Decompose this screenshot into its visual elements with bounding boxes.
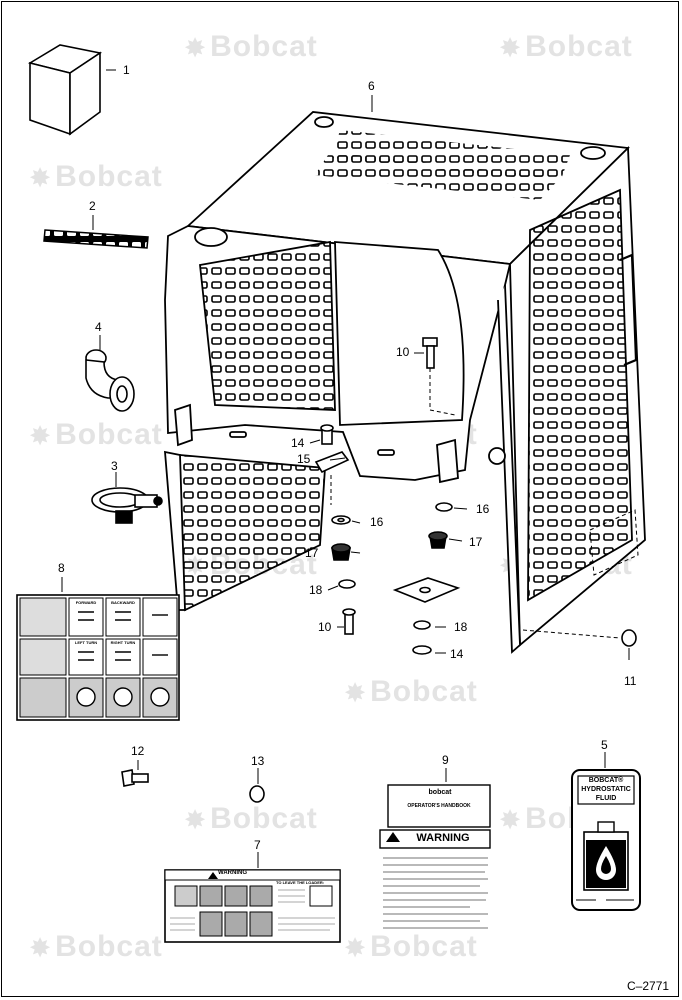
watermark: ✸Bobcat <box>185 802 318 835</box>
watermark: ✸Bobcat <box>30 930 163 963</box>
manual-decal-brand: bobcat <box>428 789 452 796</box>
bobcat-paw-icon: ✸ <box>185 35 207 62</box>
watermark: ✸Bobcat <box>30 160 163 193</box>
part-3-clamp <box>91 487 163 524</box>
callout-2: 2 <box>89 199 96 213</box>
callout-8: 8 <box>58 561 65 575</box>
callout-3: 3 <box>111 459 118 473</box>
callout-10-top: 10 <box>396 345 410 359</box>
manual-decal-title: OPERATOR'S HANDBOOK <box>407 803 471 809</box>
part-5-fluid-decal <box>571 769 641 911</box>
controls-decal-forward: FORWARD <box>75 600 97 605</box>
part-11-plug <box>522 629 637 647</box>
controls-decal-left: LEFT TURN <box>74 640 98 645</box>
hardware-left <box>314 424 356 635</box>
callout-7: 7 <box>254 838 261 852</box>
callout-18-right: 18 <box>454 620 468 634</box>
controls-decal-backward: BACKWARD <box>111 600 135 605</box>
part-1-box <box>27 44 103 136</box>
bobcat-paw-icon: ✸ <box>185 807 207 834</box>
leader-lines <box>61 69 630 868</box>
fluid-decal-brand: BOBCAT® <box>588 777 624 784</box>
part-4-elbow <box>85 349 135 412</box>
watermark: ✸Bobcat <box>500 30 633 63</box>
bobcat-paw-icon: ✸ <box>30 935 52 962</box>
bobcat-paw-icon: ✸ <box>500 35 522 62</box>
callout-10-bottom: 10 <box>318 620 332 634</box>
callout-17-right: 17 <box>469 535 483 549</box>
part-8-controls-decal <box>16 594 180 721</box>
bobcat-paw-icon: ✸ <box>30 423 52 450</box>
watermark: ✸Bobcat <box>185 30 318 63</box>
figure-code: C–2771 <box>627 979 670 993</box>
part-9-manual-decal <box>379 784 491 929</box>
watermark: ✸Bobcat <box>30 418 163 451</box>
callout-14-left: 14 <box>291 436 305 450</box>
leave-decal-warning: WARNING <box>218 870 247 876</box>
part-13-nut <box>249 785 265 803</box>
callout-11: 11 <box>624 674 637 688</box>
hardware-bolt-10-top <box>422 337 456 416</box>
controls-decal-right: RIGHT TURN <box>110 640 136 645</box>
callout-17-left: 17 <box>305 546 319 560</box>
leave-decal-sub: TO LEAVE THE LOADER: <box>276 880 325 885</box>
callout-9: 9 <box>442 753 449 767</box>
fluid-decal-line1: HYDROSTATIC <box>581 786 631 793</box>
manual-decal-warning: WARNING <box>416 832 470 844</box>
callout-12: 12 <box>131 744 145 758</box>
watermark: ✸Bobcat <box>345 930 478 963</box>
bobcat-paw-icon: ✸ <box>30 165 52 192</box>
part-7-leave-decal <box>164 869 341 943</box>
callout-16-right: 16 <box>476 502 490 516</box>
bobcat-paw-icon: ✸ <box>345 935 367 962</box>
bobcat-paw-icon: ✸ <box>500 807 522 834</box>
callout-5: 5 <box>601 738 608 752</box>
callout-18-left: 18 <box>309 583 323 597</box>
part-12-bolt <box>121 769 149 787</box>
callout-6: 6 <box>368 79 375 93</box>
callout-13: 13 <box>251 754 265 768</box>
callout-15: 15 <box>297 452 311 466</box>
watermark: ✸Bobcat <box>345 675 478 708</box>
fluid-decal-line2: FLUID <box>595 795 617 802</box>
callout-16-left: 16 <box>370 515 384 529</box>
callout-14-right: 14 <box>450 647 464 661</box>
part-6-grille <box>164 111 646 654</box>
callout-4: 4 <box>95 320 102 334</box>
callout-1: 1 <box>123 63 130 77</box>
hardware-right <box>392 502 461 655</box>
part-2-strip <box>43 229 149 249</box>
bobcat-paw-icon: ✸ <box>345 680 367 707</box>
